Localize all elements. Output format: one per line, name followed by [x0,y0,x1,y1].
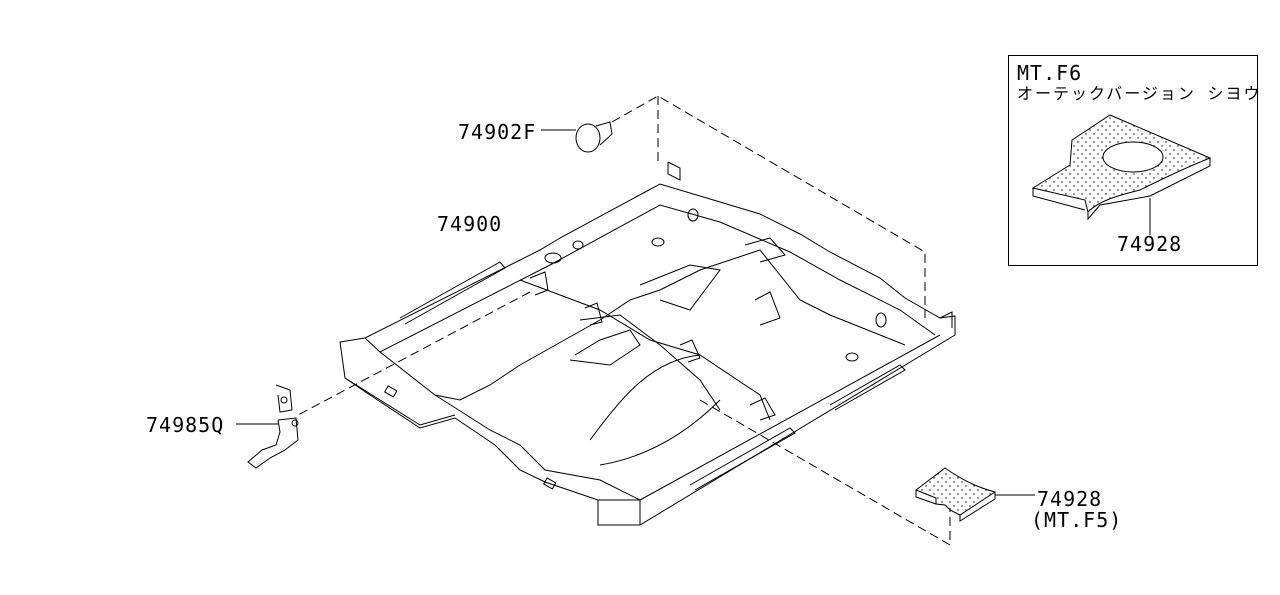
floor-carpet-drawing [339,161,956,526]
part-label-74928[interactable]: 74928 [1037,487,1103,511]
pad-74928-mt-f5-drawing [914,467,1035,522]
dashed-guides [297,95,951,546]
inset-part-label-74928[interactable]: 74928 [1117,232,1183,256]
part-label-74900[interactable]: 74900 [437,212,503,236]
pad-74928-mt-f6-drawing [1031,114,1212,235]
inset-subtitle: オーテックバージョン シヨウ [1017,84,1262,103]
part-label-74902F[interactable]: 74902F [458,120,537,144]
hook-74985Q-drawing [236,384,299,469]
clip-74902F-drawing [541,121,613,153]
inset-title: MT.F6 [1017,61,1083,85]
part-note-mt-f5: (MT.F5) [1031,508,1123,532]
part-label-74985Q[interactable]: 74985Q [146,413,225,437]
inset-box [1008,55,1258,266]
